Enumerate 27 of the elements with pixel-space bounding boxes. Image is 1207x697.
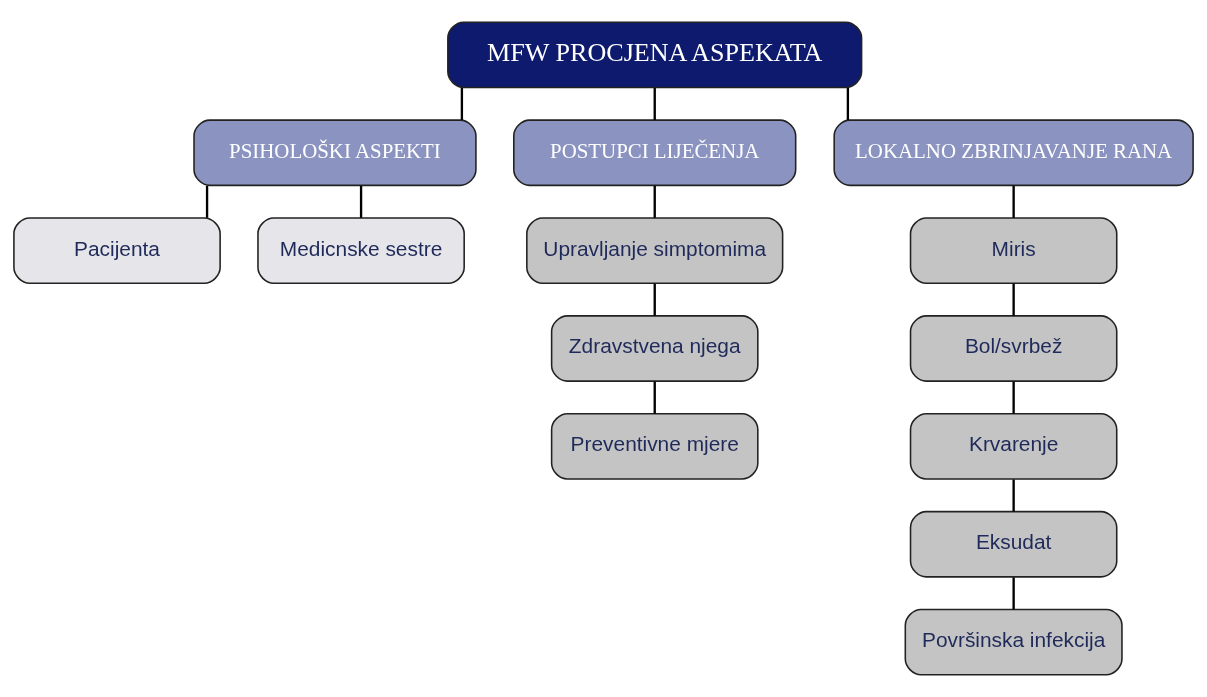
connector (205, 185, 209, 218)
node-box: Upravljanje simptomima (526, 217, 784, 285)
connector (460, 88, 464, 120)
node-box: Bol/svrbež (909, 315, 1118, 382)
node-box: Eksudat (909, 510, 1118, 578)
connector (653, 381, 656, 414)
connector (359, 185, 363, 218)
node-box: Preventivne mjere (550, 412, 759, 480)
node-box: Miris (909, 217, 1118, 285)
connector (1012, 185, 1015, 218)
node-box: Pacijenta (13, 217, 221, 285)
connector (653, 185, 656, 218)
connector (653, 88, 656, 120)
connector (1012, 479, 1015, 512)
node-box: MFW PROCJENA ASPEKATA (447, 21, 863, 89)
connector (846, 88, 850, 120)
node-box: Medicnske sestre (257, 217, 465, 285)
connector (1012, 577, 1015, 610)
node-box: Krvarenje (909, 412, 1118, 480)
node-box: PSIHOLOŠKI ASPEKTI (193, 119, 477, 187)
node-box: Zdravstvena njega (550, 315, 759, 382)
connector (1012, 283, 1015, 316)
node-box: Površinska infekcija (904, 608, 1123, 676)
connector (1012, 381, 1015, 414)
node-box: LOKALNO ZBRINJAVANJE RANA (833, 119, 1194, 187)
connector (653, 283, 656, 316)
node-box: POSTUPCI LIJEČENJA (513, 119, 797, 187)
